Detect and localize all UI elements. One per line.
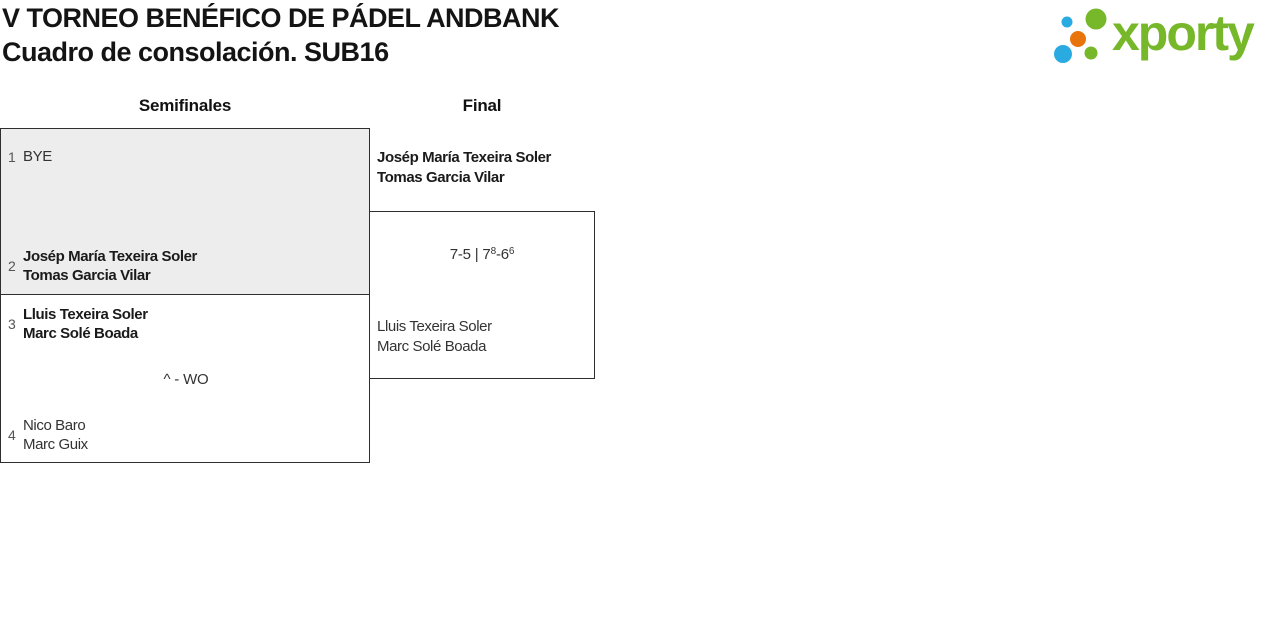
- player-name: Marc Solé Boada: [23, 325, 138, 342]
- seed-number: 3: [8, 316, 16, 332]
- xporty-wordmark: xporty: [1112, 5, 1255, 61]
- team-players: Lluis Texeira Soler Marc Solé Boada: [23, 305, 148, 343]
- xporty-logo: xporty: [1048, 0, 1255, 72]
- team-players: Nico Baro Marc Guix: [23, 416, 88, 454]
- round-header-semifinales: Semifinales: [138, 96, 232, 115]
- team-row-bye: 1 BYE: [1, 147, 369, 166]
- player-name: Nico Baro: [23, 417, 86, 434]
- player-name: Lluis Texeira Soler: [377, 318, 492, 335]
- bracket-subtitle: Cuadro de consolación. SUB16: [2, 37, 389, 67]
- player-name: Marc Guix: [23, 436, 88, 453]
- player-name: Marc Solé Boada: [377, 337, 487, 355]
- final-team-bottom: Lluis Texeira Soler Marc Solé Boada: [377, 317, 492, 356]
- seed-number: 4: [8, 427, 16, 443]
- final-team-top: Josép María Texeira Soler Tomas Garcia V…: [377, 148, 551, 187]
- player-name: Josép María Texeira Soler: [23, 248, 197, 265]
- match-semifinal-1: 1 BYE 2 Josép María Texeira Soler Tomas …: [0, 128, 370, 295]
- tournament-name: V TORNEO BENÉFICO DE PÁDEL ANDBANK: [2, 3, 560, 33]
- player-name: BYE: [23, 148, 52, 165]
- team-players: BYE: [23, 147, 52, 166]
- team-row-baro-guix: 4 Nico Baro Marc Guix: [1, 416, 369, 454]
- team-row-texeira-garcia: 2 Josép María Texeira Soler Tomas Garcia…: [1, 247, 369, 285]
- match-final-box: [369, 211, 595, 379]
- xporty-dots-icon: [1054, 8, 1107, 63]
- player-name: Tomas Garcia Vilar: [23, 267, 151, 284]
- player-name: Tomas Garcia Vilar: [377, 168, 505, 186]
- seed-number: 1: [8, 148, 16, 165]
- team-row-texeira-sole: 3 Lluis Texeira Soler Marc Solé Boada: [1, 305, 369, 343]
- final-score: 7-5 | 78-66: [449, 246, 515, 263]
- team-players: Josép María Texeira Soler Tomas Garcia V…: [23, 247, 197, 285]
- round-header-final: Final: [462, 96, 502, 115]
- player-name: Lluis Texeira Soler: [23, 306, 148, 323]
- page-title: V TORNEO BENÉFICO DE PÁDEL ANDBANK Cuadr…: [2, 1, 560, 69]
- match-result-walkover: ^ - WO: [163, 371, 209, 388]
- seed-number: 2: [8, 258, 16, 274]
- player-name: Josép María Texeira Soler: [377, 149, 551, 166]
- match-semifinal-2: 3 Lluis Texeira Soler Marc Solé Boada ^ …: [0, 294, 370, 463]
